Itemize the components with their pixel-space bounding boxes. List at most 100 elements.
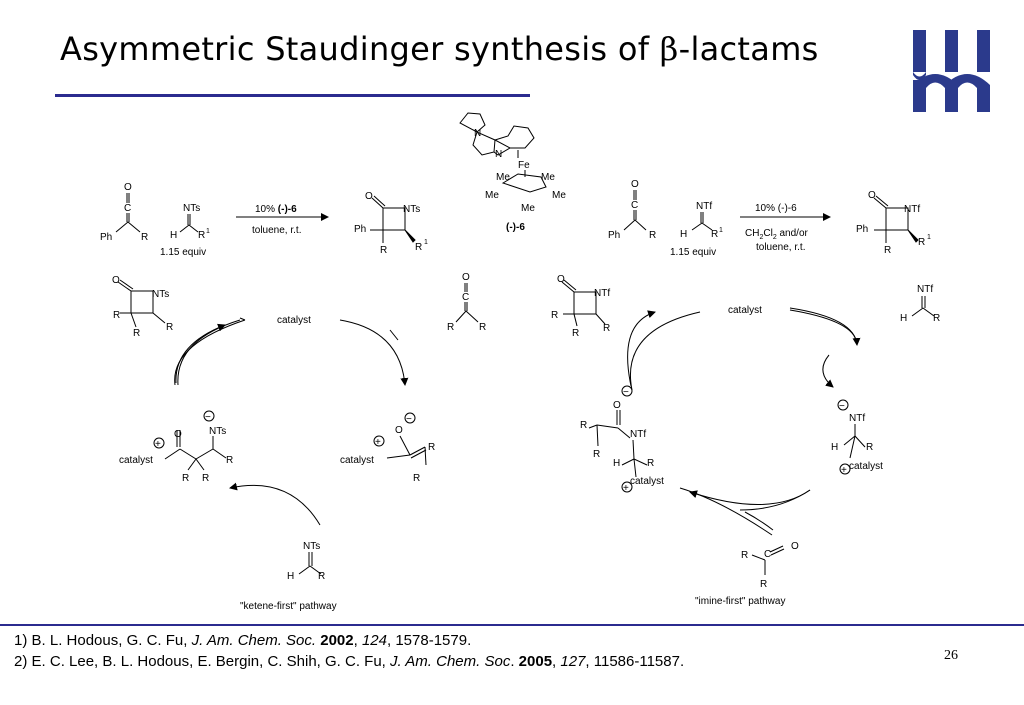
- page-number: 26: [944, 648, 958, 663]
- lc-am-catalyst: catalyst: [119, 455, 153, 466]
- reference-1: 1) B. L. Hodous, G. C. Fu, J. Am. Chem. …: [14, 632, 472, 649]
- cat-me4: Me: [552, 190, 566, 201]
- catalyst-structure: [459, 112, 547, 193]
- rc-an-n: NTf: [849, 413, 865, 424]
- tl-prod-sup: 1: [424, 239, 428, 246]
- lc-lactam-o: O: [112, 275, 120, 286]
- tl-ketene-o: O: [124, 182, 132, 193]
- tl-imine-sup: 1: [206, 228, 210, 235]
- tr-prod-n: NTf: [904, 204, 920, 215]
- tl-prod-o: O: [365, 191, 373, 202]
- tr-imine-sup: 1: [719, 227, 723, 234]
- lc-lactam-r3: R: [166, 322, 173, 333]
- footer-rule: [0, 624, 1024, 626]
- lc-am-r2: R: [202, 473, 209, 484]
- tl-cond1: 10% (-)-6: [255, 204, 297, 215]
- rc-an-catalyst: catalyst: [849, 461, 883, 472]
- rc-imine-h: H: [900, 313, 907, 324]
- rc-an-minus: −: [839, 401, 845, 412]
- title-rule: [55, 94, 530, 97]
- right-cycle-arrow-down: [822, 354, 834, 388]
- tr-cond2: CH2Cl2 and/or: [745, 228, 809, 241]
- tr-ketene-c: C: [631, 200, 638, 211]
- top-right-reaction: [623, 190, 919, 243]
- lc-pathway: "ketene-first" pathway: [240, 601, 337, 612]
- cat-me3: Me: [485, 190, 499, 201]
- lc-am-r1: R: [182, 473, 189, 484]
- lc-en-plus: +: [375, 437, 381, 448]
- lc-imine-h: H: [287, 571, 294, 582]
- tr-r: R: [649, 230, 656, 241]
- rc-en-r3: R: [647, 458, 654, 469]
- tl-imine-n: NTs: [183, 203, 200, 214]
- tr-imine-r: R: [711, 229, 718, 240]
- title-tail: -lactams: [678, 30, 819, 68]
- cat-fe: Fe: [518, 160, 530, 171]
- rc-en-o: O: [613, 400, 621, 411]
- lc-en-r2: R: [413, 473, 420, 484]
- lc-am-r3: R: [226, 455, 233, 466]
- left-cycle-arrow-up: [175, 323, 226, 384]
- rc-en-n: NTf: [630, 429, 646, 440]
- university-logo: [913, 30, 990, 112]
- tl-ph: Ph: [100, 232, 112, 243]
- tl-cond2: toluene, r.t.: [252, 225, 301, 236]
- rc-en-catalyst: catalyst: [630, 476, 664, 487]
- rc-lactam-o: O: [557, 274, 565, 285]
- lc-en-r1: R: [428, 442, 435, 453]
- tr-ketene-o: O: [631, 179, 639, 190]
- top-left-reaction: [115, 193, 416, 243]
- lc-lactam-r1: R: [113, 310, 120, 321]
- lc-ketene-c: C: [462, 292, 469, 303]
- rc-en-r2: R: [593, 449, 600, 460]
- tr-cond3: toluene, r.t.: [756, 242, 805, 253]
- rc-an-plus: +: [841, 465, 847, 476]
- tr-cond1: 10% (-)-6: [755, 203, 797, 214]
- tl-imine-r: R: [198, 230, 205, 241]
- title-main: Asymmetric Staudinger synthesis of: [60, 30, 660, 68]
- tr-prod-r: R: [884, 245, 891, 256]
- lc-am-minus: −: [205, 412, 211, 423]
- rc-lactam-r1: R: [551, 310, 558, 321]
- tr-prod-ph: Ph: [856, 224, 868, 235]
- tr-prod-r1: R: [918, 237, 925, 248]
- tl-r: R: [141, 232, 148, 243]
- right-cycle-bonds: [561, 279, 935, 575]
- tl-imine-h: H: [170, 230, 177, 241]
- lc-catalyst-top: catalyst: [277, 315, 311, 326]
- rc-an-r: R: [866, 442, 873, 453]
- tr-imine-n: NTf: [696, 201, 712, 212]
- rc-lactam-r3: R: [603, 323, 610, 334]
- rc-ket-r2: R: [760, 579, 767, 590]
- lc-imine-r: R: [318, 571, 325, 582]
- cat-n1: N: [474, 128, 481, 139]
- rc-imine-n: NTf: [917, 284, 933, 295]
- rc-lactam-n: NTf: [594, 288, 610, 299]
- right-cycle-arrow-up: [627, 310, 656, 387]
- rc-en-plus: +: [623, 483, 629, 494]
- lc-en-catalyst: catalyst: [340, 455, 374, 466]
- lc-ketene-r2: R: [479, 322, 486, 333]
- tr-imine-h: H: [680, 229, 687, 240]
- tr-prod-sup: 1: [927, 234, 931, 241]
- lc-ketene-r1: R: [447, 322, 454, 333]
- tr-equiv: 1.15 equiv: [670, 247, 716, 258]
- rc-lactam-r2: R: [572, 328, 579, 339]
- left-cycle-bonds: [117, 279, 479, 575]
- tl-equiv: 1.15 equiv: [160, 247, 206, 258]
- tr-prod-o: O: [868, 190, 876, 201]
- right-cycle-arrow-right: [789, 307, 861, 346]
- rc-ket-c: C: [764, 549, 771, 560]
- rc-catalyst-top: catalyst: [728, 305, 762, 316]
- tl-prod-ph: Ph: [354, 224, 366, 235]
- rc-imine-r: R: [933, 313, 940, 324]
- rc-ket-o: O: [791, 541, 799, 552]
- lc-en-minus: −: [406, 414, 412, 425]
- rc-ket-r1: R: [741, 550, 748, 561]
- cat-n2: N: [495, 149, 502, 160]
- title-greek: β: [659, 30, 679, 68]
- rc-en-minus: −: [623, 387, 629, 398]
- tl-prod-r1: R: [415, 242, 422, 253]
- lc-ketene-o: O: [462, 272, 470, 283]
